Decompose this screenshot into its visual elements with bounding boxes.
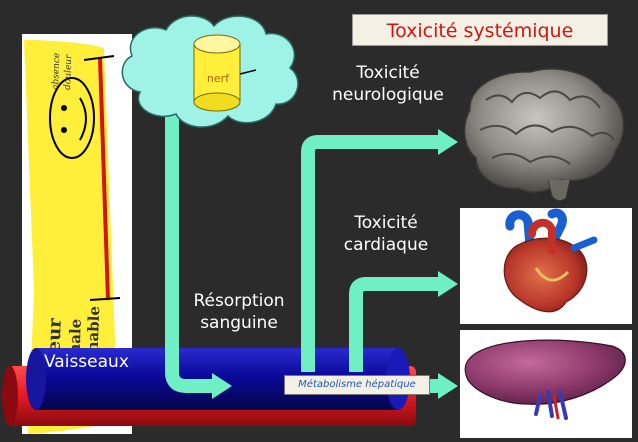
heart-image — [460, 208, 632, 324]
cardiac-arrowhead — [438, 271, 458, 297]
vessels-label: Vaisseaux — [44, 352, 129, 372]
pain-scale-text-4: absence — [51, 53, 62, 91]
nerve-label: nerf — [206, 72, 230, 85]
resorption-label: Résorption sanguine — [176, 290, 302, 334]
liver-image — [460, 330, 632, 438]
resorption-line1: Résorption — [193, 291, 285, 311]
pain-scale-text-5: douleur — [63, 54, 74, 90]
neuro-toxicity-line1: Toxicité — [356, 63, 420, 83]
resorption-line2: sanguine — [200, 313, 278, 333]
cardiac-toxicity-line2: cardiaque — [343, 235, 429, 255]
neuro-arrow — [301, 135, 440, 372]
title-box: Toxicité systémique — [352, 14, 608, 46]
neuro-toxicity-label: Toxicité neurologique — [318, 62, 458, 106]
cardiac-toxicity-line1: Toxicité — [354, 213, 418, 233]
neuro-toxicity-line2: neurologique — [332, 85, 444, 105]
nerve-cylinder-icon — [193, 34, 257, 112]
brain-image — [463, 68, 625, 202]
hepatic-metabolism-label: Métabolisme hépatique — [284, 375, 430, 395]
cardiac-toxicity-label: Toxicité cardiaque — [326, 212, 446, 256]
neuro-arrowhead — [438, 129, 458, 155]
absorption-arrowhead — [212, 373, 232, 399]
absorption-arrow — [165, 104, 214, 393]
cardiac-arrow — [349, 277, 440, 372]
hepatic-arrowhead — [438, 373, 458, 399]
